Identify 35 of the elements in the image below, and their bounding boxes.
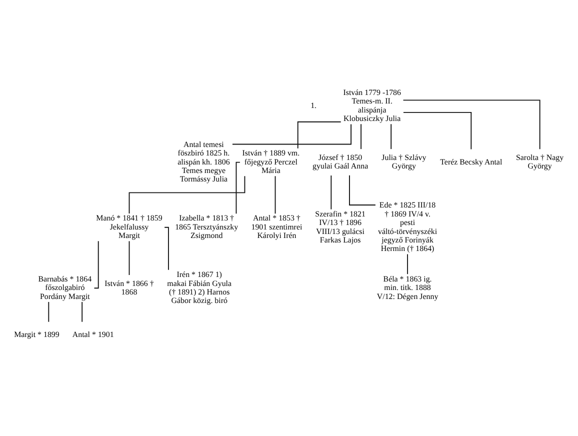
- node-text: Antal * 1853 † 1901 szentimrei Károlyi Irén: [251, 214, 302, 240]
- node-text: István 1779 -1786 Temes-m. II. alispánja Klobusiczky Julia: [343, 88, 402, 123]
- node-text: Szerafin * 1821 IV/13 † 1896 VIII/13 gulácsi Farkas Lajos: [315, 209, 366, 244]
- connector: [407, 254, 408, 275]
- node-text: József † 1850 gyulai Gaál Anna: [312, 153, 368, 171]
- node-text: Ede * 1825 III/18 † 1869 IV/4 v. pesti váltó-törvényszéki jegyző Forinyák Hermin († 1864): [378, 200, 438, 254]
- connector: [128, 176, 246, 214]
- label: 1.: [310, 100, 317, 110]
- connector: [402, 100, 540, 150]
- connector: [128, 240, 130, 276]
- node-text: Teréz Becsky Antal: [440, 157, 502, 166]
- connector: [274, 176, 276, 214]
- node-text: Irén * 1867 1) makai Fábián Gyula († 1891) 2) Harnos Gábor közig. biró: [167, 270, 232, 306]
- node-text: Margit * 1899: [14, 330, 60, 340]
- node-text: Sarolta † Nagy György: [516, 153, 564, 171]
- connector: [330, 175, 332, 210]
- connector: [82, 301, 83, 322]
- connector: [48, 301, 50, 322]
- connector: [297, 121, 342, 149]
- node-text: István * 1866 † 1868: [104, 278, 154, 296]
- node-text: Barnabás * 1864 főszolgabiró Pordány Margit: [38, 274, 92, 301]
- connector: [232, 124, 352, 145]
- connector: [402, 112, 472, 150]
- connector: [349, 174, 376, 206]
- node-text: Manó * 1841 † 1859 Jekelfalussy Margit: [96, 214, 162, 240]
- node-text: Béla * 1863 ig. min. titk. 1888 V/12: Dégen Jenny: [376, 274, 438, 301]
- node-text: Antal * 1901: [72, 330, 114, 340]
- node-text: Antal temesi föszbiró 1825 h. alispán kh. 1806 Temes megye Tormássy Julia: [178, 140, 230, 184]
- connector: [236, 162, 240, 214]
- node-text: Izabella * 1813 † 1865 Tersztyánszky Zsigmond: [175, 214, 238, 240]
- node-text: István † 1889 vm. főjegyző Perczel Mária: [242, 148, 300, 176]
- connector: [360, 124, 362, 150]
- connector: [390, 124, 392, 150]
- node-text: Julia † Szlávy György: [382, 153, 426, 171]
- connector: [94, 240, 99, 289]
